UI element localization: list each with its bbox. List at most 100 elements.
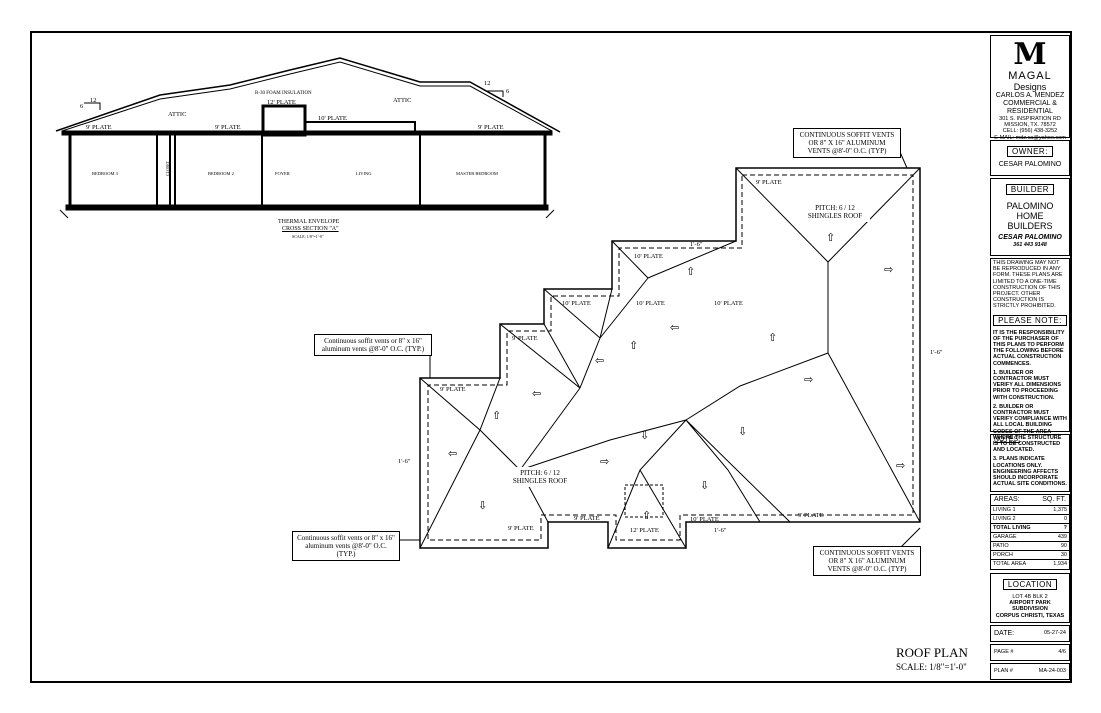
plan-value: MA-24-003 (1038, 668, 1066, 675)
location-city: CORPUS CHRISTI, TEXAS (995, 612, 1065, 619)
designer-line2: COMMERCIAL & (1003, 100, 1057, 107)
soffit-vent-note-top: CONTINUOUS SOFFIT VENTS OR 8" X 16" ALUM… (793, 128, 901, 158)
attic-label-left: ATTIC (168, 111, 187, 118)
page-label: PAGE # (994, 649, 1014, 656)
roof-plate-d: 10' PLATE (636, 300, 665, 307)
section-plate-1: 9' PLATE (86, 124, 112, 131)
section-plate-4: 10' PLATE (318, 115, 347, 122)
slope-arrow: ⇧ (642, 509, 652, 522)
slope-arrow: ⇧ (826, 231, 836, 244)
section-plate-3: 12' PLATE (267, 99, 296, 106)
disclaimer-text: THIS DRAWING MAY NOT BE REPRODUCED IN AN… (993, 260, 1063, 310)
note-2: 2. BUILDER OR CONTRACTOR MUST VERIFY COM… (993, 403, 1067, 454)
roof-plate-l: 10' PLATE (690, 516, 719, 523)
slope-arrow: ⇧ (686, 265, 696, 278)
designer-line3: RESIDENTIAL (1007, 108, 1053, 115)
note-3: 3. PLANS INDICATE LOCATIONS ONLY. ENGINE… (993, 456, 1067, 488)
page-block: PAGE # 4/6 (990, 644, 1070, 661)
owner-header: OWNER: (1007, 146, 1053, 157)
roof-plate-a: 9' PLATE (756, 179, 782, 186)
roof-plate-g: 9' PLATE (440, 386, 466, 393)
area-name: PATIO (991, 541, 1046, 551)
section-roof-line-inner (61, 61, 553, 132)
slope-arrow: ⇦ (448, 447, 458, 460)
pitch-6-right: 6 (506, 88, 510, 95)
builder-contact: CESAR PALOMINO (998, 234, 1062, 241)
roof-plate-e: 10' PLATE (714, 300, 743, 307)
slope-arrow: ⇦ (595, 354, 605, 367)
roof-outline (419, 167, 921, 549)
roof-plate-k: 12' PLATE (630, 527, 659, 534)
area-name: PORCH (991, 550, 1046, 560)
slope-arrow: ⇩ (640, 429, 650, 442)
area-value: 1,375 (1045, 505, 1069, 515)
area-name: TOTAL AREA (991, 559, 1046, 568)
room-living: LIVING (356, 171, 372, 176)
section-scale: SCALE: 1/8"=1'-0" (292, 234, 324, 239)
slope-arrow: ⇩ (700, 479, 710, 492)
slope-arrow: ⇦ (532, 387, 542, 400)
slope-arrow: ⇧ (629, 339, 639, 352)
designer-email: E-MAIL: mdz.ca@yahoo.com (994, 134, 1066, 141)
section-roof-line (55, 57, 561, 133)
insulation-label: R-30 FOAM INSULATION (255, 91, 312, 96)
builder-phone: 361 443 9148 (1013, 242, 1047, 248)
magal-logo-sub: Designs (1013, 82, 1047, 92)
overhang-dim-2: 1'-6" (930, 349, 943, 356)
builder-block: BUILDER PALOMINO HOME BUILDERS CESAR PAL… (990, 178, 1070, 256)
areas-header: AREAS: (994, 496, 1020, 503)
slope-arrow: ⇩ (738, 425, 748, 438)
area-name: LIVING 2 (991, 514, 1046, 524)
sqft-header: SQ. FT. (1042, 496, 1066, 503)
slope-arrow: ⇨ (896, 459, 906, 472)
room-foyer: FOYER (275, 171, 290, 176)
room-bedroom-3: BEDROOM 3 (92, 171, 118, 176)
table-row: TOTAL LIVING? (991, 523, 1069, 533)
roof-hips (419, 167, 921, 549)
magal-logo-mark: M (1013, 37, 1047, 72)
please-note-header: PLEASE NOTE: (993, 314, 1067, 326)
section-plate-5: 9' PLATE (478, 124, 504, 131)
slope-arrow: ⇨ (884, 263, 894, 276)
soffit-vent-note-bottom-right: CONTINUOUS SOFFIT VENTS OR 8" X 16" ALUM… (813, 546, 921, 576)
section-raised-ceiling (261, 104, 307, 137)
section-ceiling (61, 130, 553, 136)
room-master-bedroom: MASTER BEDROOM (456, 171, 498, 176)
notes-disclaimer-block: THIS DRAWING MAY NOT BE REPRODUCED IN AN… (990, 258, 1070, 487)
designer-address1: 301 S. INSPIRATION RD (999, 116, 1061, 122)
location-block: LOCATION LOT 4B BLK 2 AIRPORT PARK SUBDI… (990, 573, 1070, 623)
note-1: 1. BUILDER OR CONTRACTOR MUST VERIFY ALL… (993, 369, 1062, 401)
page-value: 4/6 (1058, 649, 1066, 656)
plan-block: PLAN # MA-24-003 (990, 663, 1070, 680)
area-value: ? (1045, 523, 1069, 533)
slope-arrow: ⇩ (478, 499, 488, 512)
location-header: LOCATION (1002, 579, 1058, 590)
location-subdivision1: AIRPORT PARK (1009, 600, 1051, 607)
date-label: DATE: (994, 629, 1015, 637)
roof-plan-scale: SCALE: 1/8"=1'-0" (896, 662, 967, 672)
pitch-12-left: 12 (90, 97, 97, 104)
slope-arrow: ⇧ (768, 331, 778, 344)
area-name: GARAGE (991, 532, 1046, 542)
overhang-dim-3: 1'-6" (398, 458, 411, 465)
builder-header: BUILDER (1005, 184, 1055, 195)
owner-block: OWNER: CESAR PALOMINO (990, 140, 1070, 176)
attic-label-right: ATTIC (393, 97, 412, 104)
pitch-6-left: 6 (80, 103, 84, 110)
section-subtitle: CROSS SECTION "A" (282, 226, 339, 232)
section-title: THERMAL ENVELOPE (278, 219, 340, 225)
slope-arrow: ⇨ (804, 373, 814, 386)
room-closet: CLOSET (165, 160, 171, 177)
pitch-label-1: PITCH: 6 / 12 SHINGLES ROOF (800, 202, 870, 222)
slope-arrow: ⇨ (600, 455, 610, 468)
notes-header: NOTES: (994, 436, 1021, 443)
roof-plate-h: 9' PLATE (508, 525, 534, 532)
soffit-vent-note-left: Continuous soffit vents or 8" x 16" alum… (314, 334, 432, 356)
logo-block: M MAGAL Designs CARLOS A. MENDEZ COMMERC… (990, 35, 1070, 141)
